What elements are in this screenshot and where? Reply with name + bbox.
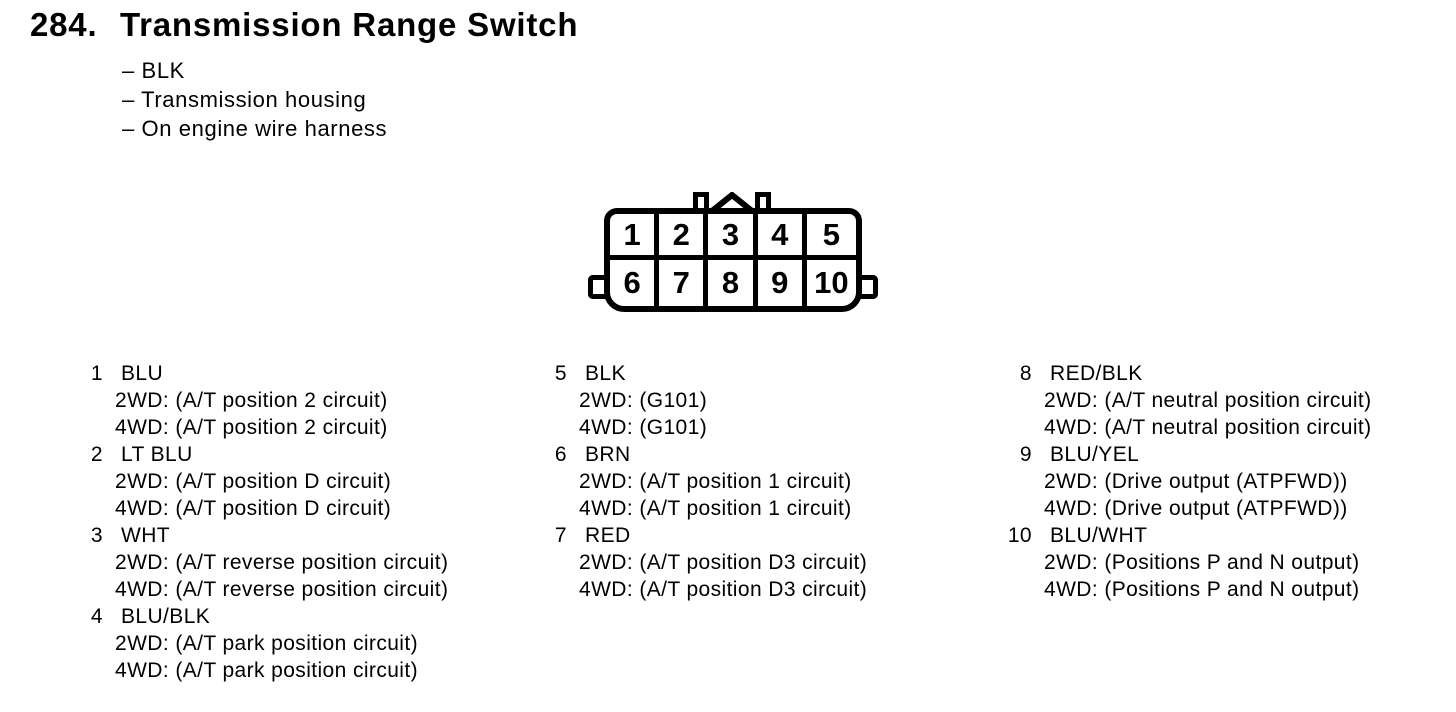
connector-pin-cell: 6 [610, 260, 660, 306]
pin-number: 5 [554, 362, 567, 385]
pin-details: BLK 2WD: (G101) 4WD: (G101) [579, 360, 707, 441]
pin-entry: 10 BLU/WHT 2WD: (Positions P and N outpu… [1002, 522, 1372, 603]
pin-entry: 9 BLU/YEL 2WD: (Drive output (ATPFWD)) 4… [1002, 441, 1372, 522]
connector-pin-cell: 5 [806, 214, 856, 260]
pin-details: BLU 2WD: (A/T position 2 circuit) 4WD: (… [115, 360, 388, 441]
pin-wire-color: BLU/YEL [1050, 443, 1140, 466]
pin-entry: 3 WHT 2WD: (A/T reverse position circuit… [73, 522, 448, 603]
pin-details: RED/BLK 2WD: (A/T neutral position circu… [1044, 360, 1372, 441]
pin-number: 9 [1019, 443, 1032, 466]
pin-circuit-line: 4WD: (A/T reverse position circuit) [115, 578, 449, 601]
pin-circuit-line: 2WD: (G101) [579, 389, 708, 412]
section-title: Transmission Range Switch [120, 6, 579, 43]
pin-circuit-line: 2WD: (A/T park position circuit) [115, 632, 418, 655]
pin-number: 3 [90, 524, 103, 547]
section-number: 284. [30, 6, 98, 43]
component-notes: – BLK – Transmission housing – On engine… [122, 56, 387, 143]
pin-wire-color: BRN [585, 443, 631, 466]
connector-pin-cell: 3 [708, 214, 758, 260]
pin-number: 6 [554, 443, 567, 466]
pin-circuit-line: 2WD: (Positions P and N output) [1044, 551, 1360, 574]
connector-pin-cell: 10 [814, 265, 849, 300]
pin-details: RED 2WD: (A/T position D3 circuit) 4WD: … [579, 522, 867, 603]
connector-pin-grid: 1 2 3 4 5 6 7 8 9 10 [610, 214, 856, 306]
pin-wire-color: LT BLU [121, 443, 193, 466]
pin-details: BLU/WHT 2WD: (Positions P and N output) … [1044, 522, 1360, 603]
connector-latch-tab-right [755, 192, 771, 214]
connector-diagram: 1 2 3 4 5 6 7 8 9 10 [588, 192, 878, 316]
connector-side-tab-right [856, 275, 878, 299]
pin-circuit-line: 4WD: (A/T position 1 circuit) [579, 497, 852, 520]
pin-details: LT BLU 2WD: (A/T position D circuit) 4WD… [115, 441, 391, 522]
pin-circuit-line: 2WD: (A/T neutral position circuit) [1044, 389, 1372, 412]
pin-circuit-line: 2WD: (A/T reverse position circuit) [115, 551, 449, 574]
pin-list-column-3: 8 RED/BLK 2WD: (A/T neutral position cir… [1002, 360, 1372, 603]
pin-entry: 1 BLU 2WD: (A/T position 2 circuit) 4WD:… [73, 360, 448, 441]
pin-wire-color: BLU/BLK [121, 605, 211, 628]
pin-number: 4 [90, 605, 103, 628]
pin-circuit-line: 4WD: (G101) [579, 416, 708, 439]
pin-circuit-line: 4WD: (Positions P and N output) [1044, 578, 1360, 601]
pin-wire-color: BLK [585, 362, 626, 385]
pin-circuit-line: 4WD: (A/T neutral position circuit) [1044, 416, 1372, 439]
pin-details: WHT 2WD: (A/T reverse position circuit) … [115, 522, 448, 603]
connector-pin-cell: 4 [757, 214, 807, 260]
connector-pin-cell: 2 [659, 214, 709, 260]
note-line: – BLK [122, 58, 185, 83]
connector-pin-cell: 7 [659, 260, 709, 306]
pin-entry: 8 RED/BLK 2WD: (A/T neutral position cir… [1002, 360, 1372, 441]
pin-circuit-line: 2WD: (A/T position 2 circuit) [115, 389, 388, 412]
pin-circuit-line: 2WD: (A/T position D3 circuit) [579, 551, 868, 574]
pin-number: 10 [1007, 524, 1032, 547]
page-title: 284. Transmission Range Switch [30, 6, 578, 44]
pin-wire-color: BLU [121, 362, 164, 385]
pin-circuit-line: 2WD: (A/T position 1 circuit) [579, 470, 852, 493]
pin-wire-color: RED/BLK [1050, 362, 1143, 385]
connector-body: 1 2 3 4 5 6 7 8 9 10 [604, 208, 862, 312]
pin-number: 1 [90, 362, 103, 385]
pin-entry: 2 LT BLU 2WD: (A/T position D circuit) 4… [73, 441, 448, 522]
pin-wire-color: WHT [121, 524, 171, 547]
pin-entry: 4 BLU/BLK 2WD: (A/T park position circui… [73, 603, 448, 684]
pin-number: 7 [554, 524, 567, 547]
pin-circuit-line: 4WD: (Drive output (ATPFWD)) [1044, 497, 1348, 520]
pin-circuit-line: 4WD: (A/T position D circuit) [115, 497, 392, 520]
connector-pin-cell: 1 [610, 214, 660, 260]
pin-circuit-line: 2WD: (A/T position D circuit) [115, 470, 392, 493]
pin-details: BRN 2WD: (A/T position 1 circuit) 4WD: (… [579, 441, 852, 522]
pin-circuit-line: 2WD: (Drive output (ATPFWD)) [1044, 470, 1348, 493]
pin-circuit-line: 4WD: (A/T position D3 circuit) [579, 578, 868, 601]
connector-side-tab-left [588, 275, 610, 299]
connector-latch-tab-left [693, 192, 709, 214]
pin-number: 2 [90, 443, 103, 466]
pin-list-column-2: 5 BLK 2WD: (G101) 4WD: (G101) 6 BRN 2WD:… [537, 360, 867, 603]
note-line: – On engine wire harness [122, 116, 388, 141]
note-line: – Transmission housing [122, 87, 367, 112]
pin-wire-color: BLU/WHT [1050, 524, 1148, 547]
pin-details: BLU/BLK 2WD: (A/T park position circuit)… [115, 603, 418, 684]
pin-entry: 5 BLK 2WD: (G101) 4WD: (G101) [537, 360, 867, 441]
pin-number: 8 [1019, 362, 1032, 385]
pin-circuit-line: 4WD: (A/T position 2 circuit) [115, 416, 388, 439]
pin-circuit-line: 4WD: (A/T park position circuit) [115, 659, 418, 682]
pin-entry: 7 RED 2WD: (A/T position D3 circuit) 4WD… [537, 522, 867, 603]
connector-pin-cell: 8 [708, 260, 758, 306]
connector-pin-cell: 9 [758, 260, 807, 306]
pin-entry: 6 BRN 2WD: (A/T position 1 circuit) 4WD:… [537, 441, 867, 522]
pin-wire-color: RED [585, 524, 631, 547]
pin-list-column-1: 1 BLU 2WD: (A/T position 2 circuit) 4WD:… [73, 360, 448, 684]
pin-details: BLU/YEL 2WD: (Drive output (ATPFWD)) 4WD… [1044, 441, 1348, 522]
